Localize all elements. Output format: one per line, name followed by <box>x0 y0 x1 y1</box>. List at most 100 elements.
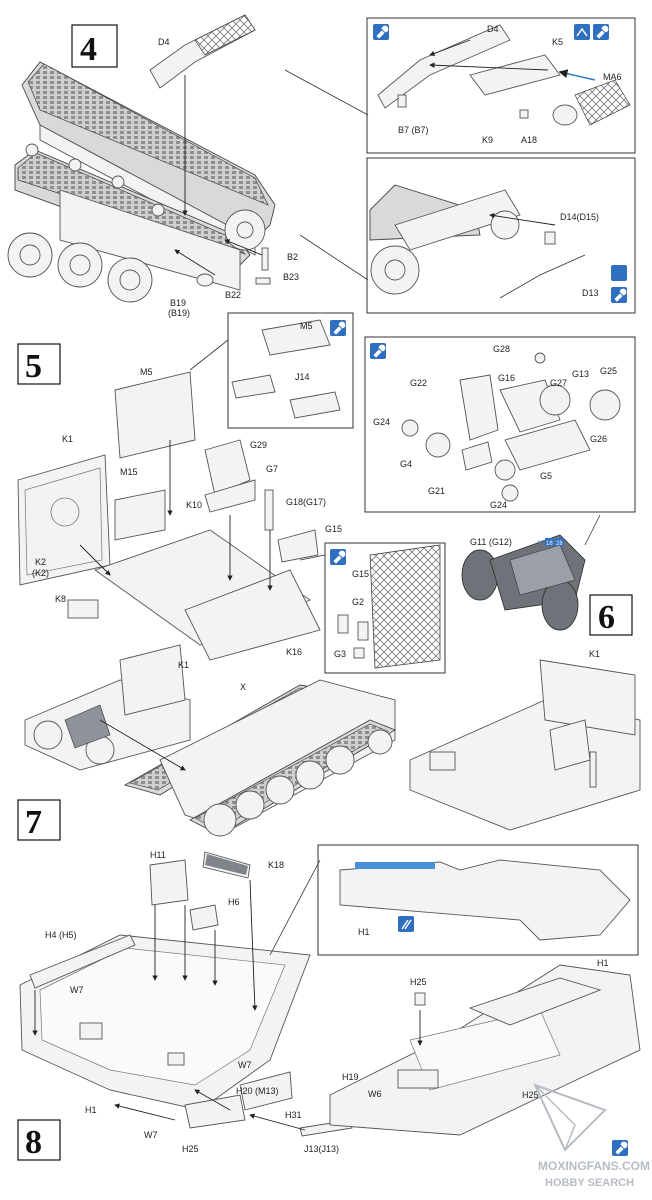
label-b22: B22 <box>225 290 241 300</box>
paint-badge: H 18 28 <box>538 538 564 547</box>
floor-k16 <box>184 569 321 661</box>
cement-tool-icon <box>592 23 610 41</box>
label-j13: J13(J13) <box>304 1144 339 1154</box>
interior-right <box>409 659 641 831</box>
lever-g18 <box>264 489 274 531</box>
frame-m15 <box>114 489 166 541</box>
label-w7c: W7 <box>144 1130 158 1140</box>
hull-side <box>59 189 241 291</box>
label-g28: G28 <box>493 344 510 354</box>
step-8: H11 K18 H6 H4 (H5) W7 W7 H20 (M13) H31 J… <box>17 844 641 1161</box>
label-d13: D13 <box>582 288 599 298</box>
hull-h1-detail <box>339 859 631 941</box>
box-h11 <box>149 859 189 906</box>
plate-g15 <box>277 529 319 563</box>
label-h6: H6 <box>228 897 240 907</box>
detail-box-suspension <box>366 157 636 314</box>
label-h4: H4 (H5) <box>45 930 77 940</box>
gearbox-assembly <box>461 534 586 631</box>
step-number-7: 7 <box>25 804 42 841</box>
road-wheels <box>7 143 266 303</box>
label-k9: K9 <box>482 135 493 145</box>
bend-tool-icon <box>574 24 590 40</box>
label-k10: K10 <box>186 500 202 510</box>
label-h20: H20 (M13) <box>236 1086 279 1096</box>
paper-plane-logo <box>533 1083 607 1152</box>
part-h31 <box>239 1071 293 1111</box>
cement-tool-icon <box>369 342 387 360</box>
label-x: X <box>240 682 246 692</box>
label-m5-detail: M5 <box>300 321 313 331</box>
part-h20 <box>184 1094 246 1129</box>
seat-g29 <box>204 439 251 496</box>
svg-text:H: H <box>538 540 543 547</box>
label-w7: W7 <box>70 985 84 995</box>
label-g22: G22 <box>410 378 427 388</box>
label-g2: G2 <box>352 597 364 607</box>
label-h19: H19 <box>342 1072 359 1082</box>
mesh-plate <box>369 544 441 669</box>
step-number-box-4 <box>71 24 118 68</box>
label-k1-right: K1 <box>589 649 600 659</box>
label-ma6: MA6 <box>603 72 622 82</box>
label-g27: G27 <box>550 378 567 388</box>
label-g21: G21 <box>428 486 445 496</box>
label-k18: K18 <box>268 860 284 870</box>
cement-tool-icon <box>610 286 628 304</box>
label-h25-right: H25 <box>410 977 427 987</box>
label-m15: M15 <box>120 467 138 477</box>
label-k1-step7: K1 <box>178 660 189 670</box>
label-g24: G24 <box>373 417 390 427</box>
label-g4: G4 <box>400 459 412 469</box>
svg-text:18: 18 <box>546 541 553 547</box>
label-h1: H1 <box>85 1105 97 1115</box>
plate-h4 <box>29 934 136 989</box>
step-number-4: 4 <box>80 31 97 68</box>
svg-text:28: 28 <box>556 541 563 547</box>
label-w6: W6 <box>368 1089 382 1099</box>
label-d4-detail: D4 <box>487 24 499 34</box>
label-h1-right: H1 <box>597 958 609 968</box>
detail-box-mesh <box>324 542 446 674</box>
label-b7: B7 (B7) <box>398 125 429 135</box>
detail-box-transmission <box>364 336 636 513</box>
label-k2: K2 <box>35 557 46 567</box>
seat-g7 <box>204 479 256 513</box>
watermark: MOXINGFANS.COM HOBBY SEARCH <box>533 1083 650 1189</box>
label-g3: G3 <box>334 649 346 659</box>
box-k8 <box>67 599 99 619</box>
label-b2: B2 <box>287 252 298 262</box>
label-a18: A18 <box>521 135 537 145</box>
label-k5: K5 <box>552 37 563 47</box>
label-g7: G7 <box>266 464 278 474</box>
label-b23: B23 <box>283 272 299 282</box>
label-b19: B19 <box>170 298 186 308</box>
watermark-line1: MOXINGFANS.COM <box>538 1159 650 1173</box>
step-7: K1 X K1 7 <box>17 644 641 841</box>
step-4: 4 <box>7 14 636 318</box>
label-h25b: H25 <box>522 1090 539 1100</box>
label-m5: M5 <box>140 367 153 377</box>
cement-tool-icon <box>611 1139 629 1157</box>
label-g15-detail: G15 <box>352 569 369 579</box>
label-w7b: W7 <box>238 1060 252 1070</box>
label-h31: H31 <box>285 1110 302 1120</box>
detail-box-h1 <box>317 844 639 956</box>
label-g26: G26 <box>590 434 607 444</box>
label-g15: G15 <box>325 524 342 534</box>
label-k1: K1 <box>62 434 73 444</box>
interior-assembly <box>24 644 191 771</box>
label-g16: G16 <box>498 373 515 383</box>
cement-tool-icon <box>329 548 347 566</box>
step-number-6: 6 <box>598 599 615 636</box>
exhaust-part-d4 <box>149 14 256 216</box>
step-number-5: 5 <box>25 348 42 385</box>
part-h6 <box>189 904 219 931</box>
label-h25: H25 <box>182 1144 199 1154</box>
label-k16: K16 <box>286 647 302 657</box>
label-g25: G25 <box>600 366 617 376</box>
step-number-8: 8 <box>25 1124 42 1161</box>
hull-right <box>329 964 641 1136</box>
suspension-detail <box>369 184 586 299</box>
